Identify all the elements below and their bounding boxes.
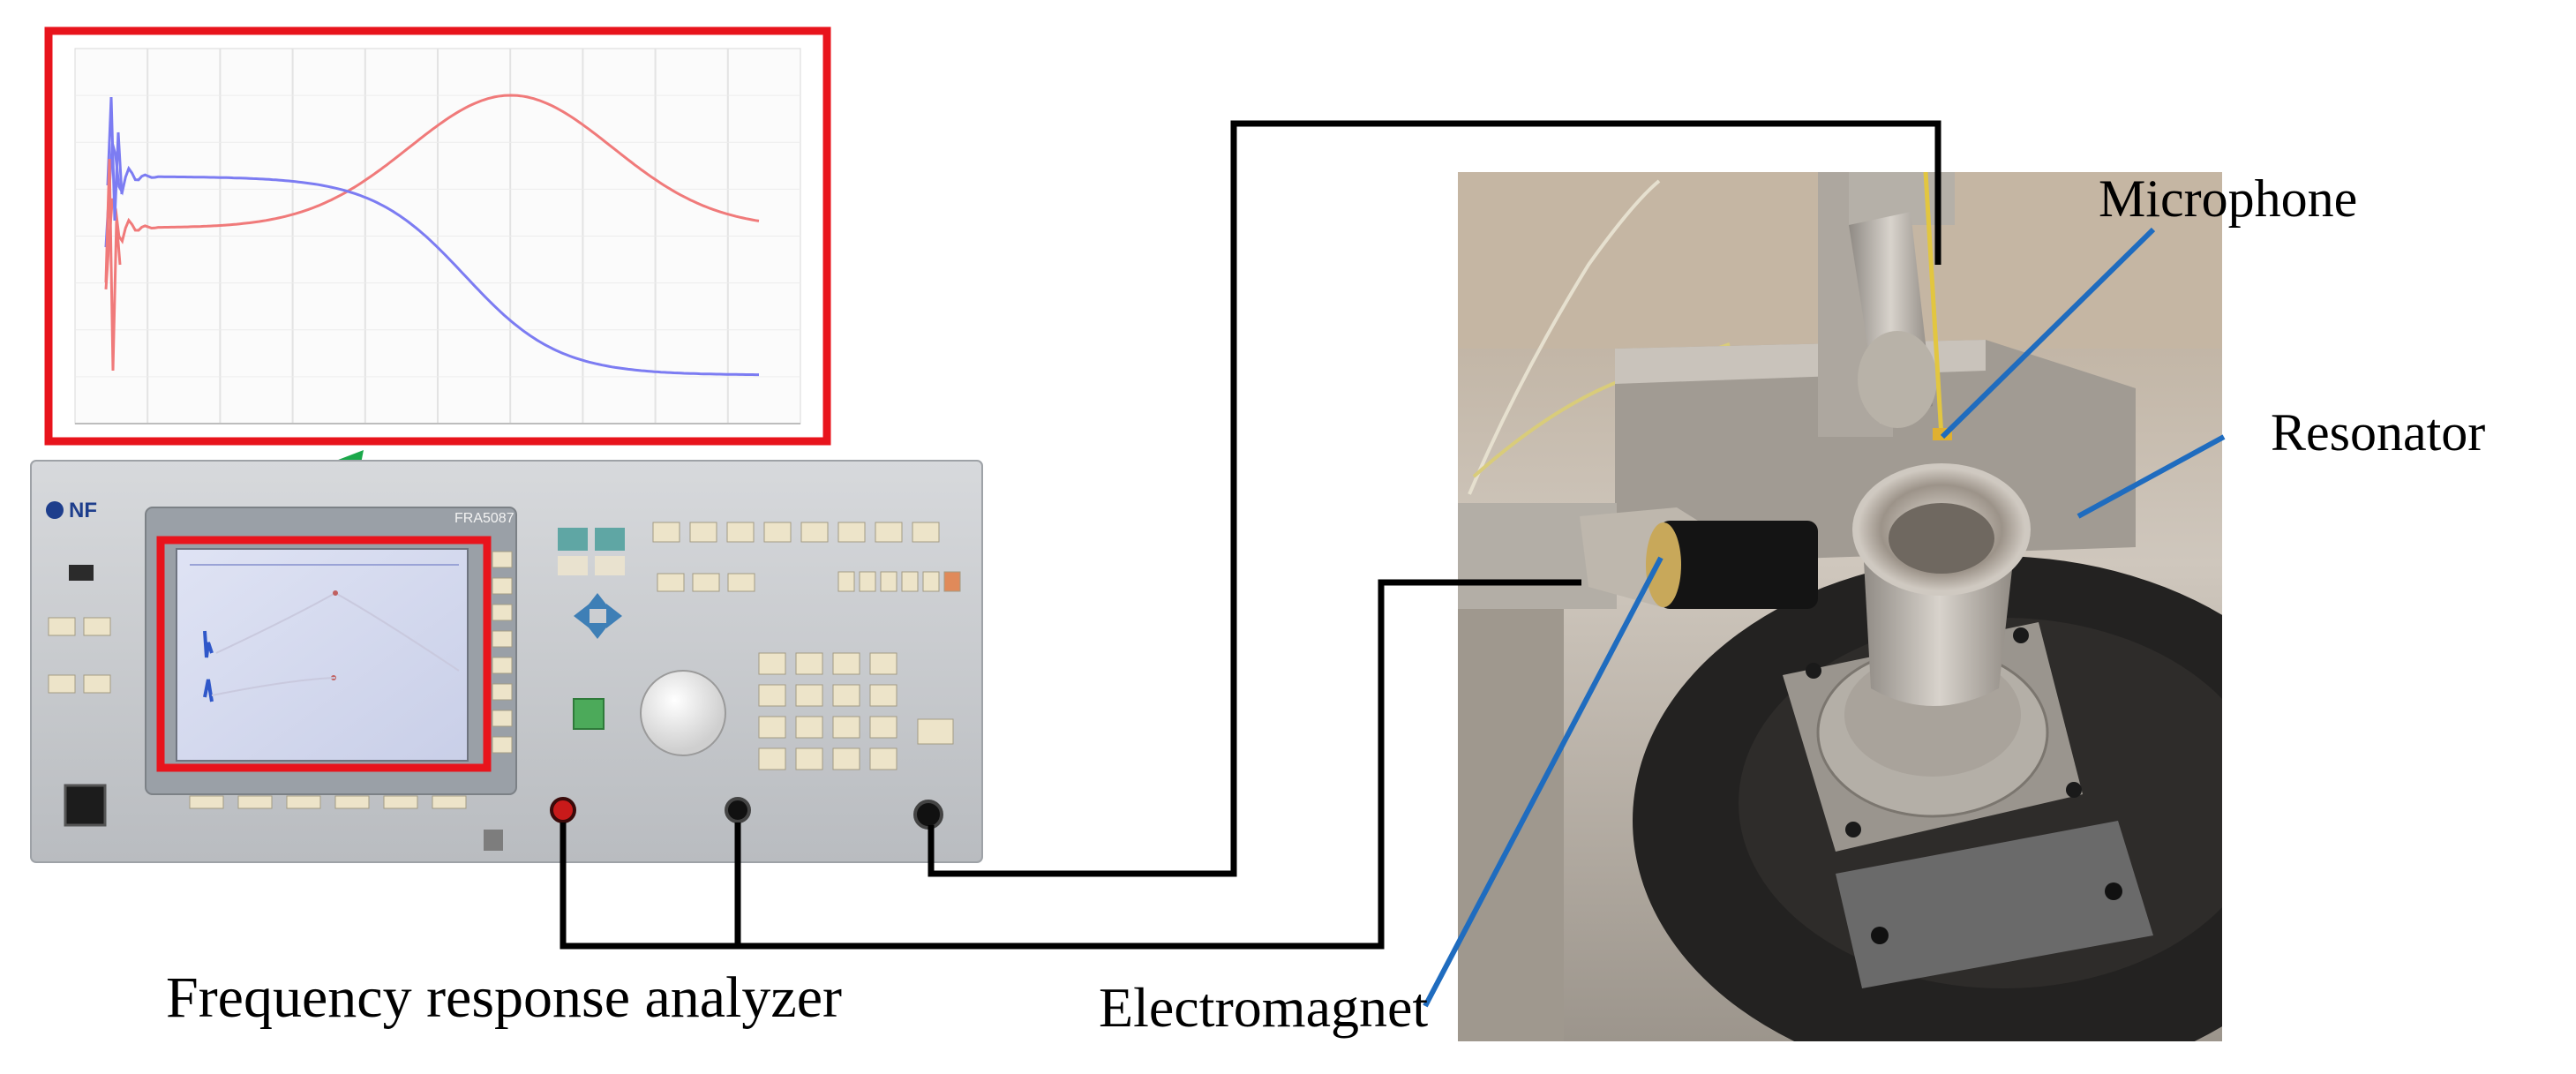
softkey [189, 795, 224, 809]
svg-text:NF: NF [69, 499, 97, 522]
function-key [689, 522, 717, 543]
panel-key [83, 674, 111, 694]
softkey [492, 710, 513, 727]
function-key [901, 571, 919, 592]
softkey [492, 604, 513, 621]
keypad-key [795, 652, 823, 675]
function-key [837, 571, 855, 592]
panel-key [83, 617, 111, 636]
keypad-key [795, 747, 823, 770]
function-key [763, 522, 792, 543]
function-key [800, 522, 829, 543]
microphone-label: Microphone [2099, 169, 2358, 228]
keypad-key [758, 652, 786, 675]
analyzer-display [176, 548, 469, 762]
softkey [237, 795, 273, 809]
navigation-keys[interactable] [558, 528, 625, 639]
frequency-response-analyzer: NF FRA5087 [30, 460, 983, 863]
keypad-key [758, 747, 786, 770]
microphone-pointer [1940, 227, 2156, 439]
function-key [657, 573, 685, 592]
red-response-trace [104, 94, 760, 289]
resonator-label: Resonator [2271, 403, 2486, 462]
channel-2-input-jack[interactable] [913, 800, 943, 830]
keypad-key [869, 652, 897, 675]
bottom-softkey-row [189, 795, 467, 809]
keypad-key [869, 716, 897, 739]
oscillator-output-jack[interactable] [550, 797, 576, 823]
softkey [492, 657, 513, 674]
function-key [912, 522, 940, 543]
keypad-key [869, 747, 897, 770]
model-label: FRA5087 [454, 511, 514, 526]
input-output-connectors [484, 797, 943, 851]
function-key [692, 573, 720, 592]
keypad-key [832, 747, 860, 770]
keypad-key [758, 716, 786, 739]
channel-1-input-jack[interactable] [725, 797, 751, 823]
graph-grid [75, 49, 800, 424]
resonator-photo [1458, 172, 2222, 1041]
label-pointers [1423, 227, 2226, 1008]
keypad-key [795, 716, 823, 739]
analyzer-drive-cable [560, 579, 1581, 950]
softkey-column [492, 551, 513, 754]
power-switch[interactable] [64, 784, 107, 827]
enter-key [917, 718, 954, 745]
function-key [726, 522, 755, 543]
function-key [837, 522, 866, 543]
softkey [492, 683, 513, 701]
keypad-key [832, 652, 860, 675]
indicator-lamp [69, 565, 94, 581]
keypad-key [869, 684, 897, 707]
rotary-knob[interactable] [640, 670, 726, 756]
keypad-key [832, 684, 860, 707]
softkey [492, 630, 513, 648]
function-key [943, 571, 961, 592]
numeric-keypad [758, 652, 954, 770]
softkey [492, 551, 513, 568]
function-key [859, 571, 876, 592]
resonator-pointer [2077, 434, 2226, 519]
softkey [432, 795, 467, 809]
softkey [286, 795, 321, 809]
analyzer-label: Frequency response analyzer [166, 965, 842, 1030]
brand-logo: NF [46, 499, 97, 522]
keypad-key [758, 684, 786, 707]
display-mini-plot [190, 564, 460, 702]
function-key [727, 573, 755, 592]
display-highlight-frame [156, 536, 492, 772]
red-trace-spike [104, 158, 122, 372]
softkey [492, 577, 513, 595]
softkey [383, 795, 418, 809]
electromagnet-pointer [1423, 556, 1664, 1008]
blue-trace-spike [106, 96, 124, 222]
panel-key [48, 617, 76, 636]
softkey [492, 736, 513, 754]
function-key [880, 571, 897, 592]
panel-key [48, 674, 76, 694]
keypad-key [832, 716, 860, 739]
softkey [334, 795, 370, 809]
signal-cables [560, 120, 1941, 950]
function-key [875, 522, 903, 543]
left-button-group [48, 617, 111, 694]
microphone-cable [928, 120, 1941, 877]
keypad-key [795, 684, 823, 707]
electromagnet-label: Electromagnet [1099, 976, 1429, 1039]
function-key [922, 571, 940, 592]
function-key [652, 522, 680, 543]
graph-inset [44, 26, 831, 446]
blue-response-trace [104, 143, 759, 377]
function-keys [652, 522, 961, 592]
entry-key[interactable] [573, 698, 605, 730]
